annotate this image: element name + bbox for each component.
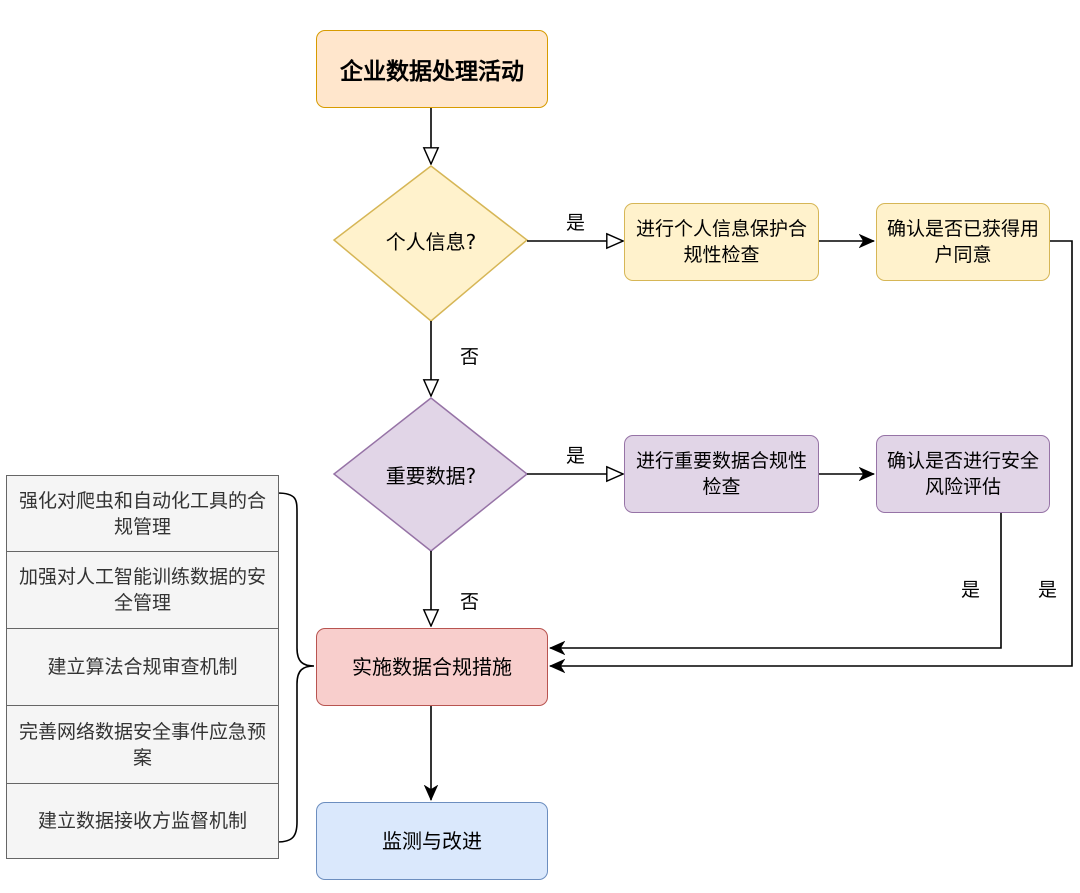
personal-check-node: 进行个人信息保护合规性检查: [624, 203, 819, 281]
start-node: 企业数据处理活动: [316, 30, 548, 108]
measure-item-label: 建立数据接收方监督机制: [37, 810, 247, 832]
measure-item-recipient: 建立数据接收方监督机制: [6, 783, 279, 859]
personal-consent-node: 确认是否已获得用户同意: [876, 203, 1050, 281]
edge-label-no-important: 否: [460, 591, 480, 613]
edge-consent-to-implement: [550, 240, 1073, 666]
important-risk-label: 确认是否进行安全风险评估: [886, 450, 1039, 498]
personal-consent-label: 确认是否已获得用户同意: [886, 218, 1039, 266]
measure-item-crawler: 强化对爬虫和自动化工具的合规管理: [6, 475, 279, 552]
monitor-label: 监测与改进: [382, 829, 482, 853]
edge-label-yes-risk: 是: [961, 579, 981, 601]
measure-item-incident-plan: 完善网络数据安全事件应急预案: [6, 705, 279, 784]
edge-risk-to-implement: [550, 513, 1002, 648]
decision-personal-label: 个人信息?: [385, 229, 477, 254]
measure-item-label: 完善网络数据安全事件应急预案: [18, 720, 266, 769]
personal-check-label: 进行个人信息保护合规性检查: [635, 218, 807, 266]
edge-label-yes-consent: 是: [1038, 579, 1058, 601]
important-risk-node: 确认是否进行安全风险评估: [876, 435, 1050, 513]
start-node-label: 企业数据处理活动: [340, 59, 524, 85]
measure-item-label: 加强对人工智能训练数据的安全管理: [18, 566, 266, 614]
measure-item-algorithm: 建立算法合规审查机制: [6, 628, 279, 706]
important-check-label: 进行重要数据合规性检查: [635, 450, 807, 498]
decision-important-label: 重要数据?: [385, 463, 477, 488]
edge-label-no-personal: 否: [460, 346, 480, 368]
measure-item-ai-training: 加强对人工智能训练数据的安全管理: [6, 551, 279, 629]
edge-label-yes-personal: 是: [566, 212, 586, 234]
measure-item-label: 建立算法合规审查机制: [47, 656, 238, 678]
measure-item-label: 强化对爬虫和自动化工具的合规管理: [18, 489, 266, 538]
important-check-node: 进行重要数据合规性检查: [624, 435, 819, 513]
measures-brace: [276, 492, 315, 843]
edge-label-yes-important: 是: [566, 445, 586, 467]
implement-label: 实施数据合规措施: [352, 655, 512, 679]
implement-node: 实施数据合规措施: [316, 628, 548, 706]
monitor-node: 监测与改进: [316, 802, 548, 880]
